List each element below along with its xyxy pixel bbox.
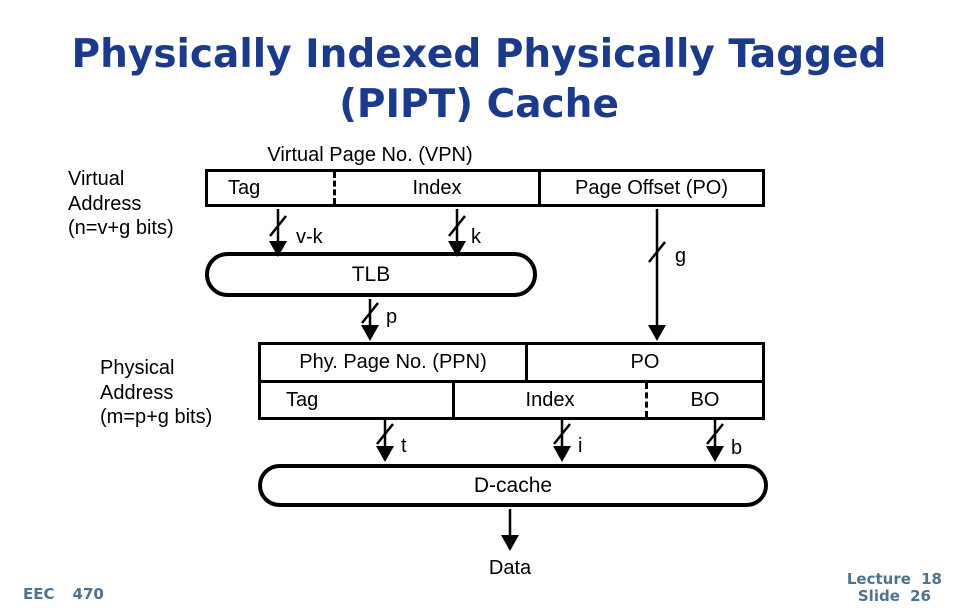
virtual-address-line2: Address — [68, 192, 142, 215]
tlb-box: TLB — [205, 252, 537, 297]
bit-width-slash — [269, 215, 287, 237]
data-output-label: Data — [488, 557, 532, 579]
b-bits-label: b — [731, 437, 743, 459]
page-offset-cell: Page Offset (PO) — [538, 172, 762, 204]
physical-address-label: Physical Address (m=p+g bits) — [100, 356, 212, 430]
i-bits-label: i — [578, 435, 583, 457]
vk-bits-label: v-k — [296, 226, 323, 248]
cache-fields-row: Tag Index BO — [261, 383, 762, 417]
physical-address-line3: (m=p+g bits) — [100, 406, 213, 428]
po-cell: PO — [525, 345, 762, 380]
slide-title-line2: (PIPT) Cache — [339, 82, 619, 127]
dcache-box: D-cache — [258, 464, 768, 507]
t-arrow — [376, 420, 394, 462]
physical-address-line2: Address — [100, 381, 174, 404]
virtual-address-box: Tag Index Page Offset (PO) — [205, 169, 765, 207]
course-footer: EEC 470 — [23, 585, 104, 603]
t-bits-label: t — [401, 435, 407, 457]
slide-title-line1: Physically Indexed Physically Tagged — [71, 32, 887, 77]
lecture-number: Lecture 18 — [846, 570, 942, 588]
course-number: 470 — [72, 585, 104, 603]
ppn-row: Phy. Page No. (PPN) PO — [261, 345, 762, 383]
g-arrow — [648, 209, 666, 341]
ppn-cell: Phy. Page No. (PPN) — [299, 351, 487, 373]
bit-width-slash — [376, 423, 394, 445]
p-arrow — [361, 299, 379, 341]
vpn-tag-cell: Tag — [228, 176, 261, 199]
p-bits-label: p — [386, 306, 398, 328]
vpn-caption: Virtual Page No. (VPN) — [267, 144, 473, 166]
virtual-address-line3: (n=v+g bits) — [68, 217, 174, 239]
data-arrow — [501, 509, 519, 551]
k-bits-label: k — [471, 226, 481, 248]
b-arrow — [706, 420, 724, 462]
pa-index-cell: Index — [452, 383, 645, 417]
physical-address-box: Phy. Page No. (PPN) PO Tag Index BO — [258, 342, 765, 420]
slide-number: Slide 26 — [857, 586, 931, 605]
bit-width-slash — [706, 423, 724, 445]
vpn-index-cell: Index — [333, 172, 538, 204]
course-code: EEC — [23, 585, 55, 603]
bit-width-slash — [448, 215, 466, 237]
physical-address-line1: Physical — [100, 357, 175, 379]
bit-width-slash — [553, 423, 571, 445]
i-arrow — [553, 420, 571, 462]
slide-footer: Lecture 18 Slide 26 — [847, 571, 942, 604]
k-arrow — [448, 209, 466, 257]
bit-width-slash — [361, 302, 379, 324]
virtual-address-label: Virtual Address (n=v+g bits) — [68, 167, 174, 241]
pa-tag-cell: Tag — [286, 388, 319, 411]
bit-width-slash — [648, 241, 666, 263]
slide-title: Physically Indexed Physically Tagged (PI… — [0, 30, 958, 130]
g-bits-label: g — [675, 245, 687, 267]
vk-arrow — [269, 209, 287, 257]
bo-cell: BO — [645, 383, 762, 417]
virtual-address-line1: Virtual — [68, 168, 125, 190]
